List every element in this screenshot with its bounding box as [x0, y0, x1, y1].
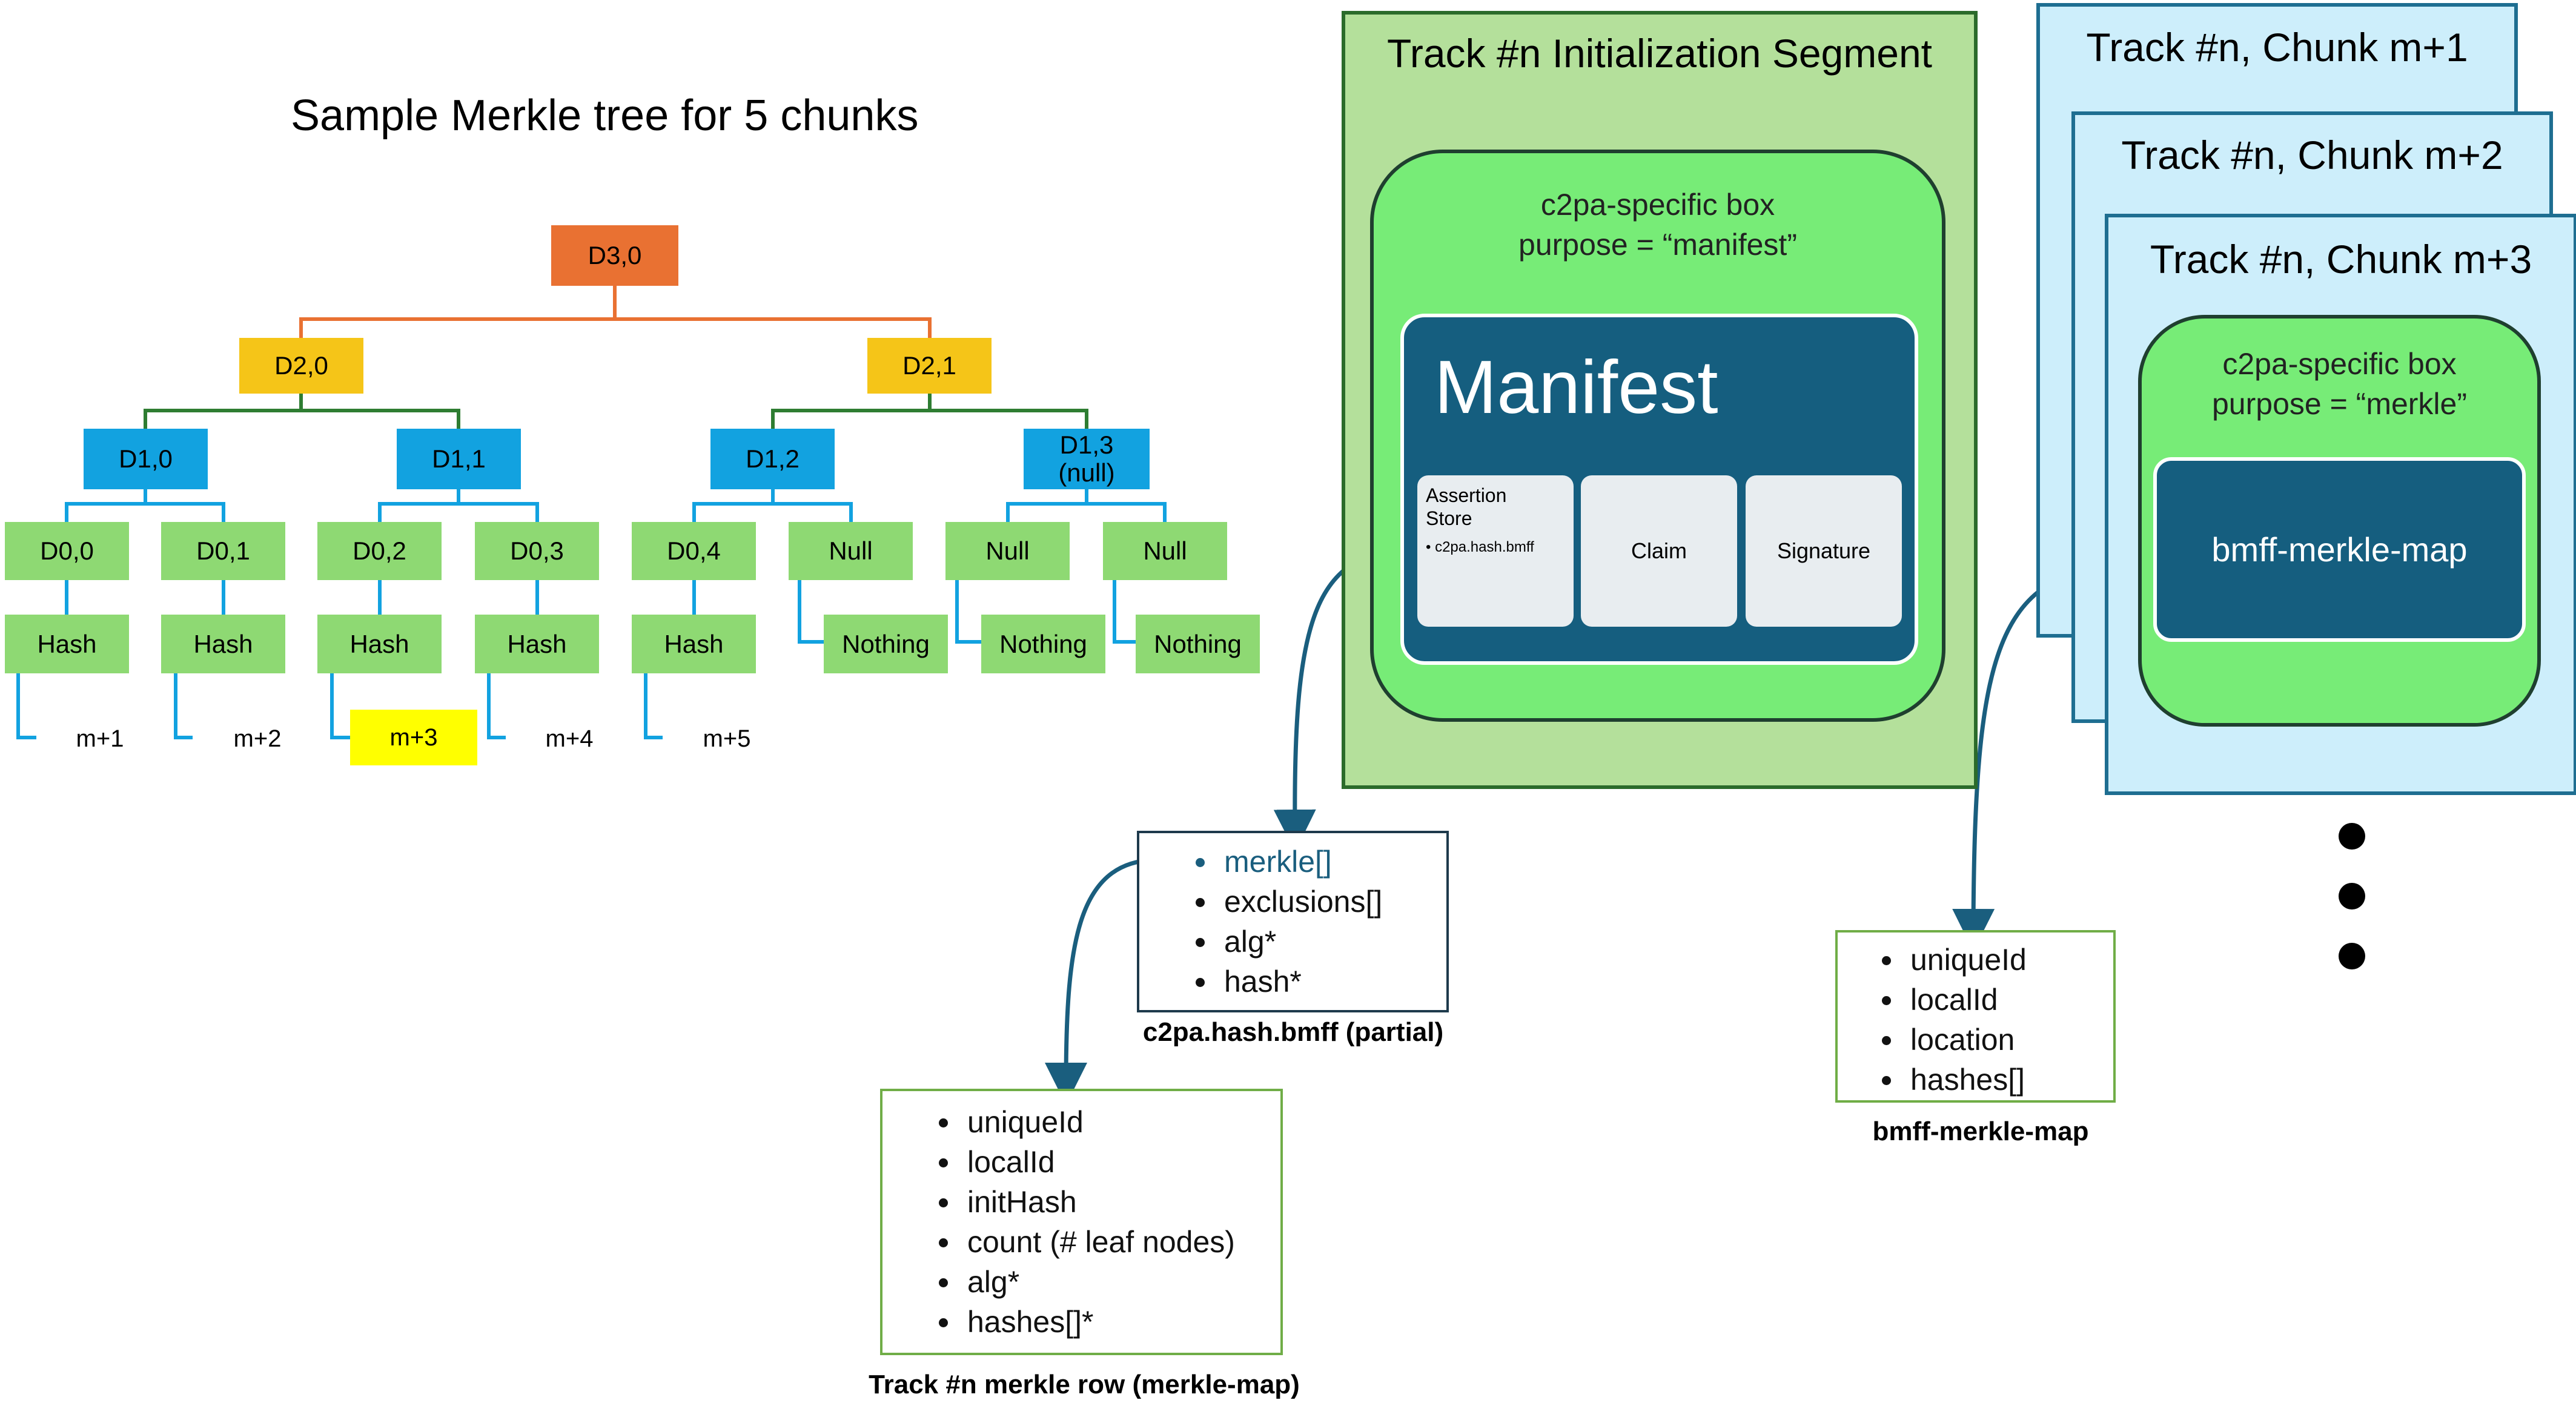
signature-card: Signature — [1746, 475, 1902, 627]
tree-edges-level1 — [144, 394, 1088, 429]
tree-node-null-3: Null — [1103, 522, 1227, 580]
tree-node-d1-2: D1,2 — [710, 429, 835, 489]
tree-node-d0-0: D0,0 — [5, 522, 129, 580]
tree-edges-level0 — [65, 489, 1167, 522]
chunk-label-m1: m+1 — [76, 725, 124, 752]
merkle-row-list: uniqueId localId initHash count (# leaf … — [880, 1089, 1283, 1355]
hash-bmff-item-hash: hash* — [1218, 962, 1446, 1002]
assertion-store-bullet-text: c2pa.hash.bmff — [1435, 539, 1534, 555]
chunk-label-m4: m+4 — [545, 725, 594, 752]
more-chunks-dots — [2339, 823, 2365, 969]
tree-node-null-1: Null — [789, 522, 913, 580]
tree-node-d1-1: D1,1 — [397, 429, 521, 489]
chunk-label-m5: m+5 — [703, 725, 751, 752]
claim-card: Claim — [1581, 475, 1737, 627]
tree-hash-5: Hash — [632, 615, 756, 673]
assertion-store-bullet: • c2pa.hash.bmff — [1426, 539, 1534, 555]
merkle-row-caption: Track #n merkle row (merkle-map) — [869, 1370, 1300, 1399]
tree-edges-level2 — [299, 286, 932, 338]
merkle-map-item-localid: localId — [1904, 980, 2113, 1020]
tree-edges-chunks — [16, 673, 663, 739]
hash-bmff-item-merkle: merkle[] — [1218, 842, 1446, 882]
tree-title: Sample Merkle tree for 5 chunks — [291, 91, 919, 140]
tree-node-d1-3: D1,3 (null) — [1024, 429, 1150, 489]
chunk-label-m2: m+2 — [233, 725, 282, 752]
bmff-merkle-map-block: bmff-merkle-map — [2153, 457, 2526, 642]
merkle-row-item-hashes: hashes[]* — [961, 1302, 1280, 1342]
tree-node-d2-0: D2,0 — [239, 338, 363, 394]
merkle-map-list: uniqueId localId location hashes[] — [1835, 930, 2116, 1103]
tree-node-d0-3: D0,3 — [475, 522, 599, 580]
merkle-map-item-location: location — [1904, 1020, 2113, 1060]
tree-hash-3: Hash — [317, 615, 442, 673]
chunk-card-1-title: Track #n, Chunk m+1 — [2086, 25, 2468, 70]
merkle-row-item-localid: localId — [961, 1142, 1280, 1182]
merkle-row-item-uniqueid: uniqueId — [961, 1102, 1280, 1142]
merkle-row-item-inithash: initHash — [961, 1182, 1280, 1222]
chunk-label-m3-highlighted: m+3 — [350, 710, 477, 765]
merkle-row-item-count: count (# leaf nodes) — [961, 1222, 1280, 1262]
hash-bmff-item-alg: alg* — [1218, 922, 1446, 962]
tree-node-d0-1: D0,1 — [161, 522, 285, 580]
merkle-row-item-alg: alg* — [961, 1262, 1280, 1302]
tree-node-null-2: Null — [945, 522, 1070, 580]
tree-nothing-2: Nothing — [981, 615, 1105, 673]
assertion-store-card: Assertion Store • c2pa.hash.bmff — [1417, 475, 1574, 627]
tree-edges-hash — [65, 580, 1136, 644]
merkle-map-item-uniqueid: uniqueId — [1904, 940, 2113, 980]
hash-bmff-item-exclusions: exclusions[] — [1218, 882, 1446, 922]
merkle-map-item-hashes: hashes[] — [1904, 1060, 2113, 1100]
tree-node-d2-1: D2,1 — [867, 338, 992, 394]
tree-node-d0-4: D0,4 — [632, 522, 756, 580]
chunk-card-2-title: Track #n, Chunk m+2 — [2121, 133, 2503, 177]
tree-nothing-1: Nothing — [824, 615, 948, 673]
tree-hash-1: Hash — [5, 615, 129, 673]
tree-hash-4: Hash — [475, 615, 599, 673]
hash-bmff-list: merkle[] exclusions[] alg* hash* — [1137, 831, 1449, 1012]
tree-node-d0-2: D0,2 — [317, 522, 442, 580]
chunk-card-3-title: Track #n, Chunk m+3 — [2150, 237, 2532, 282]
manifest-title: Manifest — [1434, 346, 1718, 429]
assertion-store-label: Assertion Store — [1426, 484, 1507, 529]
manifest-box-title: c2pa-specific box purpose = “manifest” — [1518, 188, 1797, 262]
tree-node-d1-0: D1,0 — [84, 429, 208, 489]
tree-node-root: D3,0 — [551, 225, 678, 286]
merkle-map-caption: bmff-merkle-map — [1872, 1117, 2089, 1146]
tree-nothing-3: Nothing — [1136, 615, 1260, 673]
merkle-box-title: c2pa-specific box purpose = “merkle” — [2212, 347, 2467, 421]
tree-hash-2: Hash — [161, 615, 285, 673]
hash-bmff-caption: c2pa.hash.bmff (partial) — [1142, 1017, 1444, 1047]
init-segment-title: Track #n Initialization Segment — [1387, 31, 1932, 76]
